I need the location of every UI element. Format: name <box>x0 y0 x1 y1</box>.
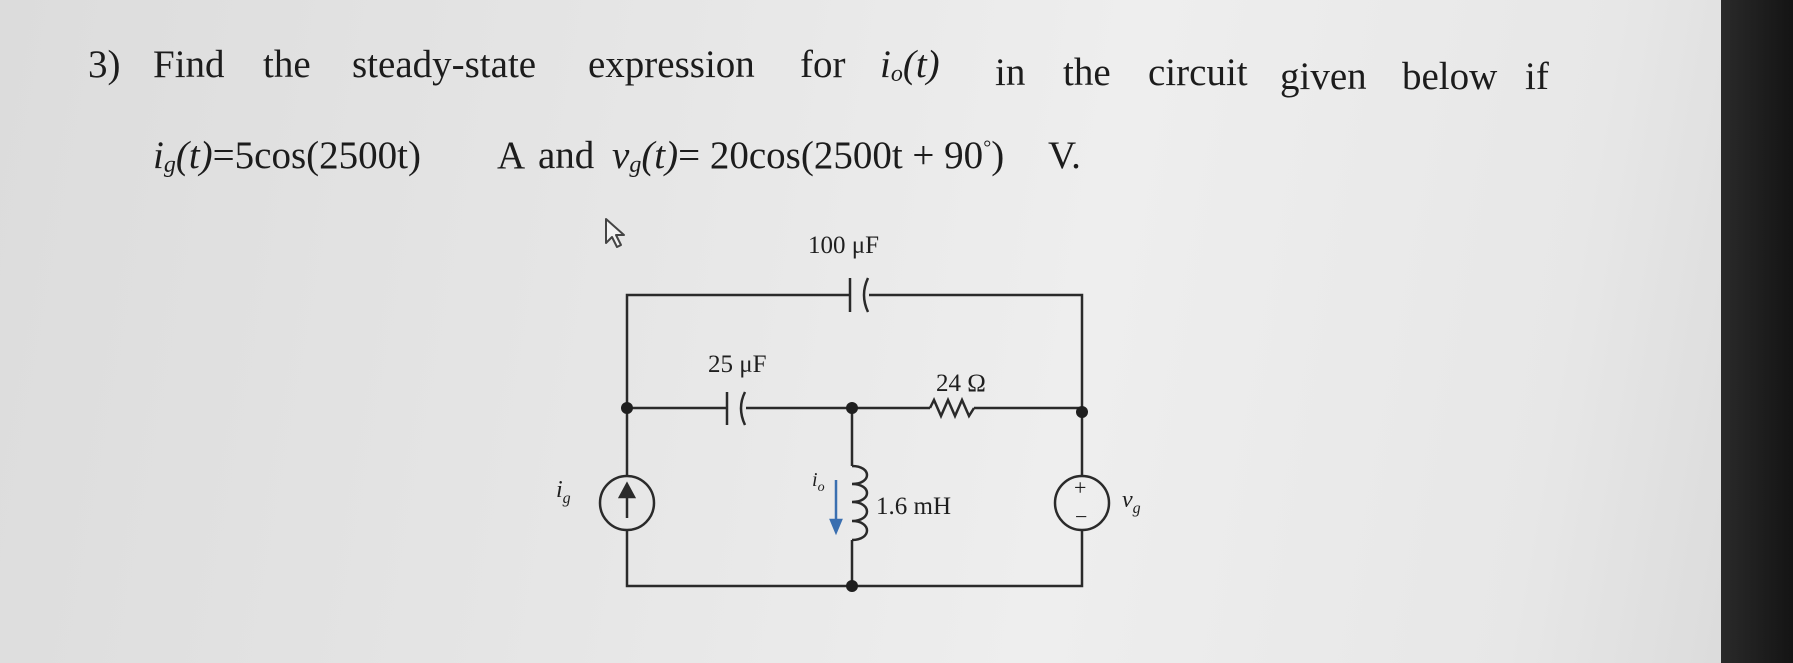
label-io: io <box>812 469 825 495</box>
label-vg: vg <box>1122 487 1141 517</box>
word: if <box>1525 55 1549 98</box>
word: Find <box>153 43 225 86</box>
unit-a: A <box>497 134 526 177</box>
node-dot <box>846 402 858 414</box>
current-source-ig <box>598 474 656 532</box>
up-arrow-icon <box>617 481 637 518</box>
unit-v: V. <box>1048 134 1081 177</box>
voltage-source-vg <box>1053 474 1111 532</box>
word: the <box>263 43 311 86</box>
down-arrow-icon <box>829 480 843 536</box>
word: for <box>800 43 846 86</box>
resistor-24-ohm <box>928 396 976 420</box>
mouse-pointer-icon <box>605 218 625 248</box>
word: in <box>995 51 1026 94</box>
plus-sign: + <box>1074 475 1086 500</box>
node-dot <box>621 402 633 414</box>
inductor-1-6mh <box>851 464 869 542</box>
wire-top <box>625 293 1084 412</box>
word: expression <box>588 43 755 86</box>
minus-sign: − <box>1075 504 1087 529</box>
dark-screen-edge <box>1721 0 1793 663</box>
label-24-ohm: 24 Ω <box>936 370 986 397</box>
problem-number: 3) <box>88 43 121 86</box>
node-dot <box>1076 406 1088 418</box>
vg-expression: vg(t)= 20cos(2500t + 90°) <box>612 134 1005 178</box>
io-expression: io(t) <box>880 43 940 87</box>
ig-expression: ig(t)=5cos(2500t) <box>153 134 421 178</box>
word: given <box>1280 55 1367 98</box>
wire-right <box>852 412 1084 588</box>
label-ig: ig <box>556 477 571 507</box>
word: circuit <box>1148 51 1248 94</box>
word: the <box>1063 51 1111 94</box>
node-dot <box>846 580 858 592</box>
capacitor-25uf-plate-right <box>739 391 747 426</box>
word: below <box>1402 55 1498 98</box>
word-and: and <box>538 134 595 177</box>
word: steady-state <box>352 43 537 86</box>
wire-left <box>625 408 852 588</box>
capacitor-100uf-plate-right <box>862 277 870 313</box>
label-25uf: 25 μF <box>708 351 767 378</box>
label-100uf: 100 μF <box>808 232 879 259</box>
label-1-6mh: 1.6 mH <box>876 493 951 520</box>
